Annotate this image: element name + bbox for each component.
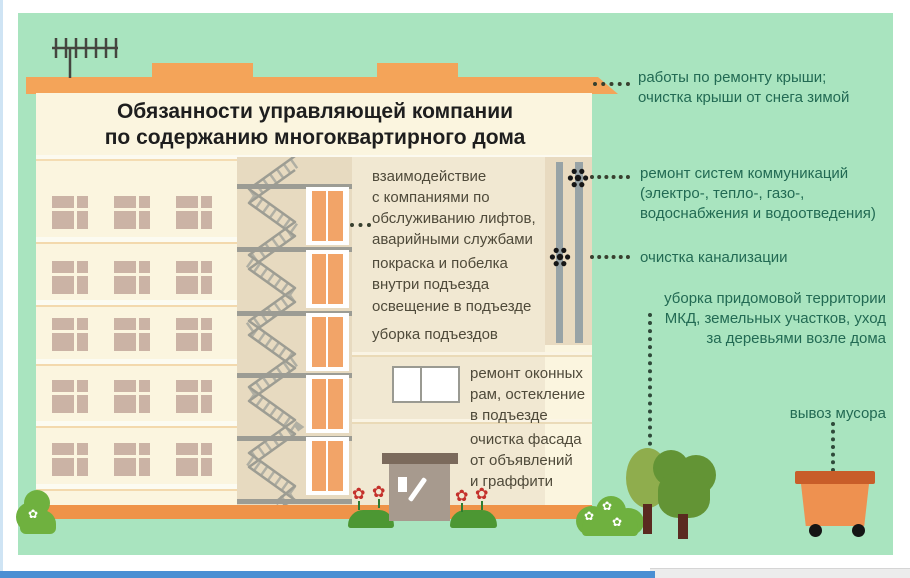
dumpster — [801, 484, 869, 526]
page-title: Обязанности управляющей компании по соде… — [104, 100, 526, 149]
connector-yard — [648, 313, 652, 478]
entrance-door — [306, 375, 349, 433]
floor-divider — [352, 352, 592, 357]
window — [114, 261, 150, 294]
entrance-porch-roof — [382, 453, 458, 464]
floor-divider — [36, 300, 237, 307]
floor-divider — [36, 237, 237, 244]
window — [52, 380, 88, 413]
red-flower-icon: ✿ — [372, 485, 385, 508]
label-communications: ремонт систем коммуникаций (электро-, те… — [640, 165, 876, 222]
entrance-door — [306, 437, 349, 495]
ground-strip — [30, 505, 592, 519]
window — [52, 261, 88, 294]
window — [114, 196, 150, 229]
chimney — [377, 63, 458, 78]
tv-antenna-icon — [52, 38, 118, 78]
duty-painting: покраска и побелка внутри подъезда — [372, 255, 508, 293]
utility-pipe — [575, 162, 583, 343]
connector-lift — [350, 223, 371, 227]
roof-band — [26, 77, 618, 94]
connector-sewage — [590, 255, 630, 259]
duties-text-panel — [352, 157, 545, 505]
red-flower-icon: ✿ — [352, 487, 365, 510]
white-flower-icon: ✿ — [612, 515, 623, 529]
floor-slab — [237, 247, 352, 252]
dumpster-lid — [795, 471, 875, 484]
duty-facade-cleaning: очистка фасада от объявлений и граффити — [470, 431, 582, 490]
bottom-accent-bar — [0, 571, 655, 578]
entrance-porch — [389, 464, 450, 521]
utility-shaft — [545, 157, 592, 345]
red-flower-icon: ✿ — [475, 487, 488, 510]
pipe-joint-bolts-icon — [567, 168, 589, 188]
window — [52, 443, 88, 476]
staircase-icon — [239, 157, 305, 505]
bush: ✿ ✿ ✿ — [576, 496, 646, 538]
window — [52, 318, 88, 351]
duty-window-repair: ремонт оконных рам, остекление в подъезд… — [470, 365, 586, 424]
floor-slab — [237, 373, 352, 378]
window — [176, 380, 212, 413]
connector-garbage — [831, 422, 835, 472]
bush: ✿ — [16, 490, 58, 534]
white-flower-icon: ✿ — [584, 509, 595, 523]
red-flower-icon: ✿ — [455, 489, 468, 512]
window — [176, 196, 212, 229]
window — [176, 318, 212, 351]
floor-slab — [237, 499, 352, 504]
window — [114, 443, 150, 476]
bottom-scrollbar-track — [650, 568, 910, 578]
floor-divider — [36, 421, 237, 428]
dumpster-wheel — [852, 524, 865, 537]
label-garbage: вывоз мусора — [789, 405, 886, 422]
dumpster-wheel — [809, 524, 822, 537]
window — [114, 318, 150, 351]
floor-slab — [237, 184, 352, 189]
utility-pipe — [556, 162, 563, 343]
entrance-door — [306, 313, 349, 371]
duty-lighting: освещение в подъезде — [372, 298, 532, 315]
floor-divider — [352, 419, 592, 424]
floor-slab — [237, 436, 352, 441]
entrance-door — [306, 187, 349, 245]
white-flower-icon: ✿ — [602, 499, 613, 513]
floor-divider — [36, 359, 237, 366]
connector-roof — [593, 82, 630, 86]
label-roof-works: работы по ремонту крыши; очистка крыши о… — [638, 69, 850, 106]
label-sewage: очистка канализации — [640, 249, 788, 266]
left-border — [0, 0, 3, 578]
duty-lift-companies: взаимодействие с компаниями по обслужива… — [372, 168, 536, 248]
window — [52, 196, 88, 229]
white-flower-icon: ✿ — [28, 507, 39, 521]
double-window-icon — [392, 366, 460, 403]
floor-divider — [36, 484, 237, 491]
floor-slab — [237, 311, 352, 316]
window — [176, 261, 212, 294]
duty-entrance-cleaning: уборка подъездов — [372, 326, 498, 343]
pipe-joint-bolts-icon — [549, 247, 571, 267]
connector-communications — [590, 175, 630, 179]
label-yard: уборка придомовой территории МКД, земель… — [664, 290, 886, 347]
entrance-door — [306, 250, 349, 308]
porch-handle-icon — [407, 477, 428, 502]
porch-window-icon — [398, 477, 407, 492]
window — [114, 380, 150, 413]
chimney — [152, 63, 253, 78]
window — [176, 443, 212, 476]
